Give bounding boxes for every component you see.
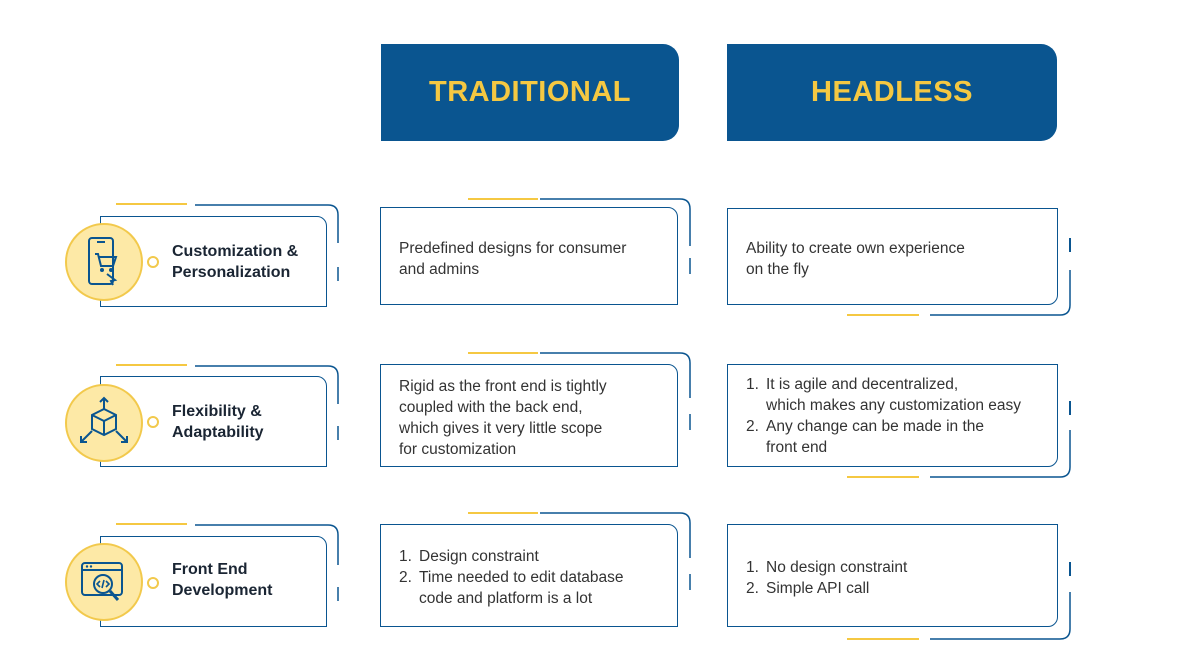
feature-icon-circle: [65, 543, 143, 621]
code-window-search-icon: [81, 562, 123, 601]
tick-mark: [1069, 238, 1071, 252]
tick-mark: [1069, 401, 1071, 415]
feature-icon-circle: [65, 384, 143, 462]
traditional-header: TRADITIONAL: [381, 44, 679, 141]
card-frame-outline: [930, 592, 1071, 640]
list-number: 1.: [746, 376, 759, 393]
list-text-line: front end: [766, 439, 828, 456]
card-text-line: Predefined designs for consumer: [399, 240, 627, 257]
card-text-line: Rigid as the front end is tightly: [399, 378, 607, 395]
list-number: 1.: [746, 559, 759, 576]
accent-line: [468, 352, 538, 354]
card-frame-outline: [540, 198, 691, 274]
card-text-line: on the fly: [746, 261, 809, 278]
list-item: 1. No design constraint: [746, 557, 1047, 578]
list-item: 2. Any change can be made in the front e…: [746, 416, 1047, 458]
traditional-card-front-end: 1. Design constraint 2. Time needed to e…: [380, 524, 678, 627]
list-number: 2.: [746, 418, 759, 435]
list-text-line: which makes any customization easy: [766, 397, 1022, 414]
card-frame-outline: [540, 352, 691, 430]
card-frame-outline: [930, 430, 1071, 478]
feature-box-customization: Customization & Personalization: [100, 216, 327, 307]
accent-line: [847, 638, 919, 640]
list-text-line: code and platform is a lot: [419, 590, 593, 607]
list-item: 2. Time needed to edit database code and…: [399, 567, 667, 609]
feature-label-line-2: Adaptability: [172, 424, 264, 441]
feature-icon-circle: [65, 223, 143, 301]
list-text-line: Design constraint: [419, 548, 539, 565]
accent-line: [116, 203, 187, 205]
accent-line: [468, 512, 538, 514]
feature-label: Customization & Personalization: [172, 241, 298, 283]
traditional-header-label: TRADITIONAL: [428, 76, 632, 108]
feature-frame-outline: [195, 365, 339, 440]
traditional-card-customization: Predefined designs for consumer and admi…: [380, 207, 678, 305]
traditional-list: 1. Design constraint 2. Time needed to e…: [399, 546, 667, 609]
list-text-line: Time needed to edit database: [419, 569, 624, 586]
card-text-line: for customization: [399, 441, 517, 458]
list-text-line: Any change can be made in the: [766, 418, 985, 435]
feature-label-line-1: Flexibility &: [172, 403, 262, 420]
headless-list: 1. It is agile and decentralized, which …: [746, 374, 1047, 458]
card-frame-outline: [930, 270, 1071, 316]
accent-line: [116, 523, 187, 525]
list-text-line: No design constraint: [766, 559, 908, 576]
list-number: 2.: [746, 580, 759, 597]
feature-label-line-1: Front End: [172, 561, 248, 578]
connector-dot: [147, 256, 159, 268]
headless-list: 1. No design constraint 2. Simple API ca…: [746, 557, 1047, 599]
headless-header: HEADLESS: [727, 44, 1057, 141]
card-text-line: and admins: [399, 261, 480, 278]
cube-arrows-icon: [80, 396, 128, 443]
card-text-line: Ability to create own experience: [746, 240, 965, 257]
accent-line: [468, 198, 538, 200]
headless-header-label: HEADLESS: [811, 76, 973, 108]
list-text-line: Simple API call: [766, 580, 870, 597]
list-number: 2.: [399, 569, 412, 586]
card-text-line: coupled with the back end,: [399, 399, 583, 416]
list-item: 1. Design constraint: [399, 546, 667, 567]
feature-label-line-2: Personalization: [172, 264, 291, 281]
feature-frame-outline: [195, 524, 339, 601]
feature-label: Flexibility & Adaptability: [172, 401, 264, 443]
tick-mark: [1069, 562, 1071, 576]
mobile-cart-icon: [88, 237, 118, 286]
list-item: 2. Simple API call: [746, 578, 1047, 599]
connector-dot: [147, 577, 159, 589]
headless-card-customization: Ability to create own experience on the …: [727, 208, 1058, 305]
list-item: 1. It is agile and decentralized, which …: [746, 374, 1047, 416]
accent-line: [116, 364, 187, 366]
card-text-line: which gives it very little scope: [399, 420, 603, 437]
card-frame-outline: [540, 512, 691, 590]
traditional-card-flexibility: Rigid as the front end is tightly couple…: [380, 364, 678, 467]
feature-frame-outline: [195, 204, 339, 281]
feature-label-line-1: Customization &: [172, 243, 299, 260]
connector-dot: [147, 416, 159, 428]
list-number: 1.: [399, 548, 412, 565]
headless-card-front-end: 1. No design constraint 2. Simple API ca…: [727, 524, 1058, 627]
accent-line: [847, 314, 919, 316]
headless-card-flexibility: 1. It is agile and decentralized, which …: [727, 364, 1058, 467]
feature-label-line-2: Development: [172, 582, 273, 599]
accent-line: [847, 476, 919, 478]
list-text-line: It is agile and decentralized,: [766, 376, 959, 393]
feature-label: Front End Development: [172, 559, 272, 601]
